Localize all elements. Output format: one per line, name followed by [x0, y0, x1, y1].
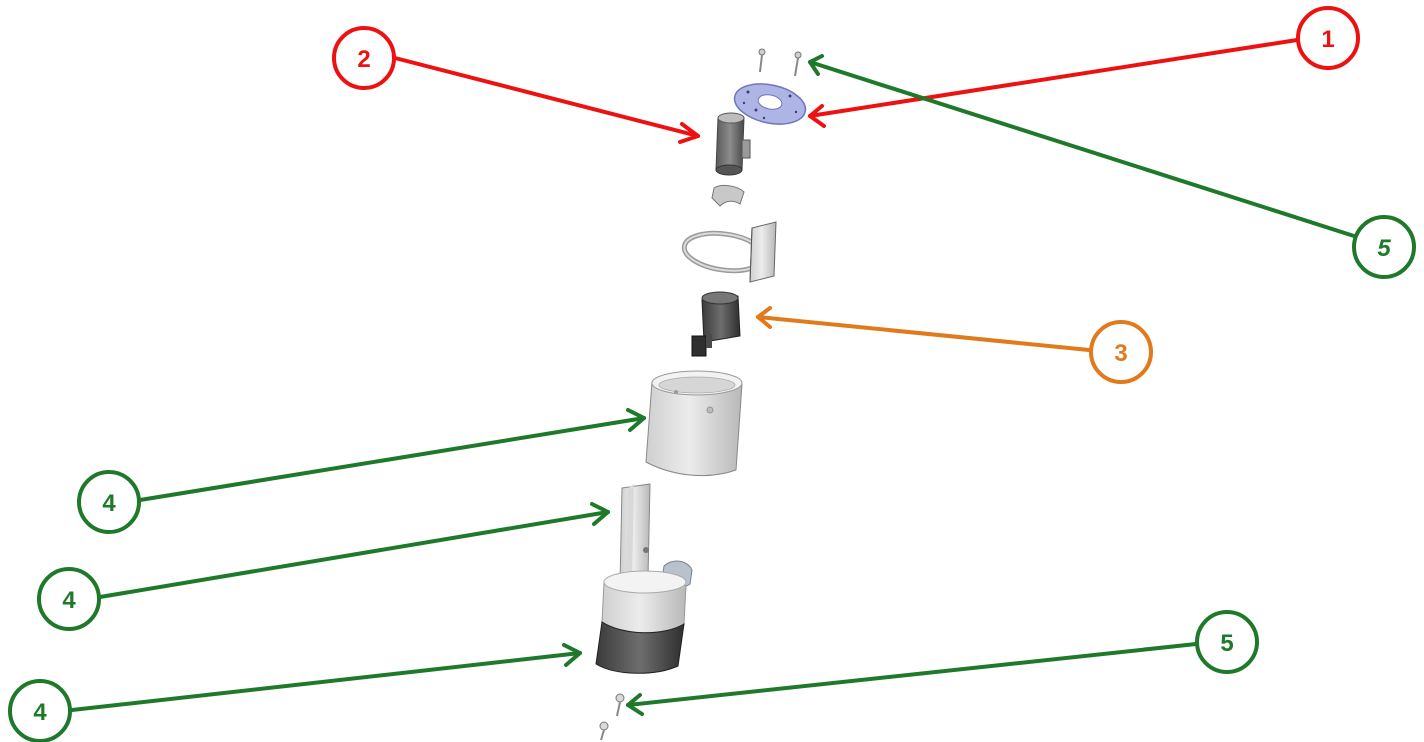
screw-top-left-icon [758, 48, 766, 73]
callout-4b-label: 4 [62, 587, 76, 614]
arrow-4b [98, 502, 610, 599]
arrow-5-bottom [626, 642, 1198, 716]
callout-2-label: 2 [357, 46, 370, 73]
callout-5b-label: 5 [1220, 630, 1233, 657]
arrow-2 [393, 56, 700, 144]
callout-4a: 4 [77, 470, 141, 534]
arrow-3 [756, 306, 1091, 352]
arrow-4a [138, 408, 646, 502]
leader-arrows [70, 38, 1356, 716]
callout-1-label: 1 [1321, 26, 1334, 53]
callout-5a-label: 5 [1377, 235, 1391, 262]
ring-mount-icon [681, 221, 777, 283]
assembly-parts [595, 48, 807, 741]
callout-1: 1 [1296, 6, 1360, 70]
callout-4c-label: 4 [33, 699, 47, 726]
arrow-1 [808, 38, 1299, 128]
base-housing-icon [595, 570, 687, 674]
screw-bottom-icon [599, 693, 625, 741]
actuator-block-icon [691, 291, 741, 357]
arrow-4c [70, 643, 582, 712]
callout-4c: 4 [8, 679, 72, 742]
callout-4a-label: 4 [102, 490, 116, 517]
arrow-5-top [808, 54, 1356, 238]
circuit-board-plate-icon [733, 83, 807, 125]
callout-4b: 4 [37, 567, 101, 631]
callout-5b: 5 [1195, 610, 1259, 674]
motor-cylinder-icon [715, 112, 751, 176]
callout-3-label: 3 [1114, 340, 1127, 367]
upper-housing-icon [645, 370, 743, 477]
callout-2: 2 [332, 26, 396, 90]
callout-3: 3 [1089, 320, 1153, 384]
callout-5a: 5 [1352, 215, 1416, 279]
clip-bracket-icon [711, 184, 745, 207]
screw-top-right-icon [794, 51, 802, 77]
